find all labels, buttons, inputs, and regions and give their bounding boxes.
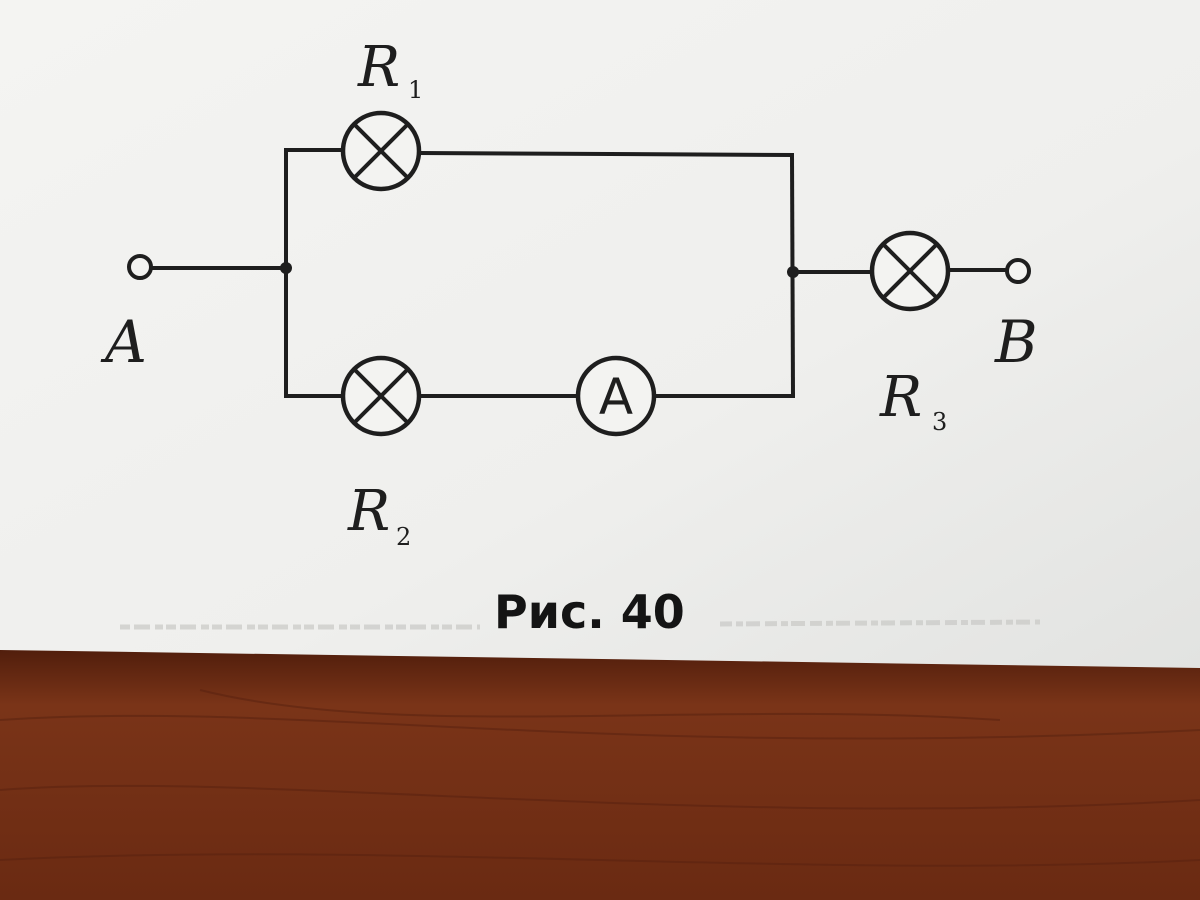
- ammeter-icon: A: [575, 355, 657, 437]
- wood-grain: [0, 689, 1200, 867]
- terminal-a-ring: [127, 254, 153, 280]
- terminal-b-label: B: [994, 308, 1038, 376]
- lamp-r3-label-index: 3: [932, 408, 947, 436]
- bleed-through-text: [120, 619, 1041, 630]
- circuit-wires: [148, 148, 1010, 399]
- lamp-r1-icon: [340, 110, 422, 192]
- lamp-r2-icon: [340, 355, 422, 437]
- lamp-r2-label-letter: R: [347, 479, 390, 544]
- figure-caption: Рис. 40: [494, 585, 685, 639]
- terminal-a-label: A: [100, 308, 147, 376]
- lamp-r3-label-letter: R: [879, 365, 922, 430]
- lamp-r1-label-index: 1: [408, 76, 423, 104]
- lamp-r1-label-letter: R: [357, 35, 400, 100]
- junction-dot-left: [280, 262, 292, 274]
- junction-dot-right: [787, 266, 799, 278]
- ammeter-symbol: A: [599, 368, 633, 426]
- wooden-table-surface: [0, 640, 1200, 900]
- wire-top-branch: [417, 150, 795, 158]
- lamp-r3-icon: [869, 230, 951, 312]
- terminal-b-ring: [1005, 258, 1031, 284]
- lamp-r2-label-index: 2: [396, 523, 411, 551]
- paper-sheet: [0, 0, 1200, 668]
